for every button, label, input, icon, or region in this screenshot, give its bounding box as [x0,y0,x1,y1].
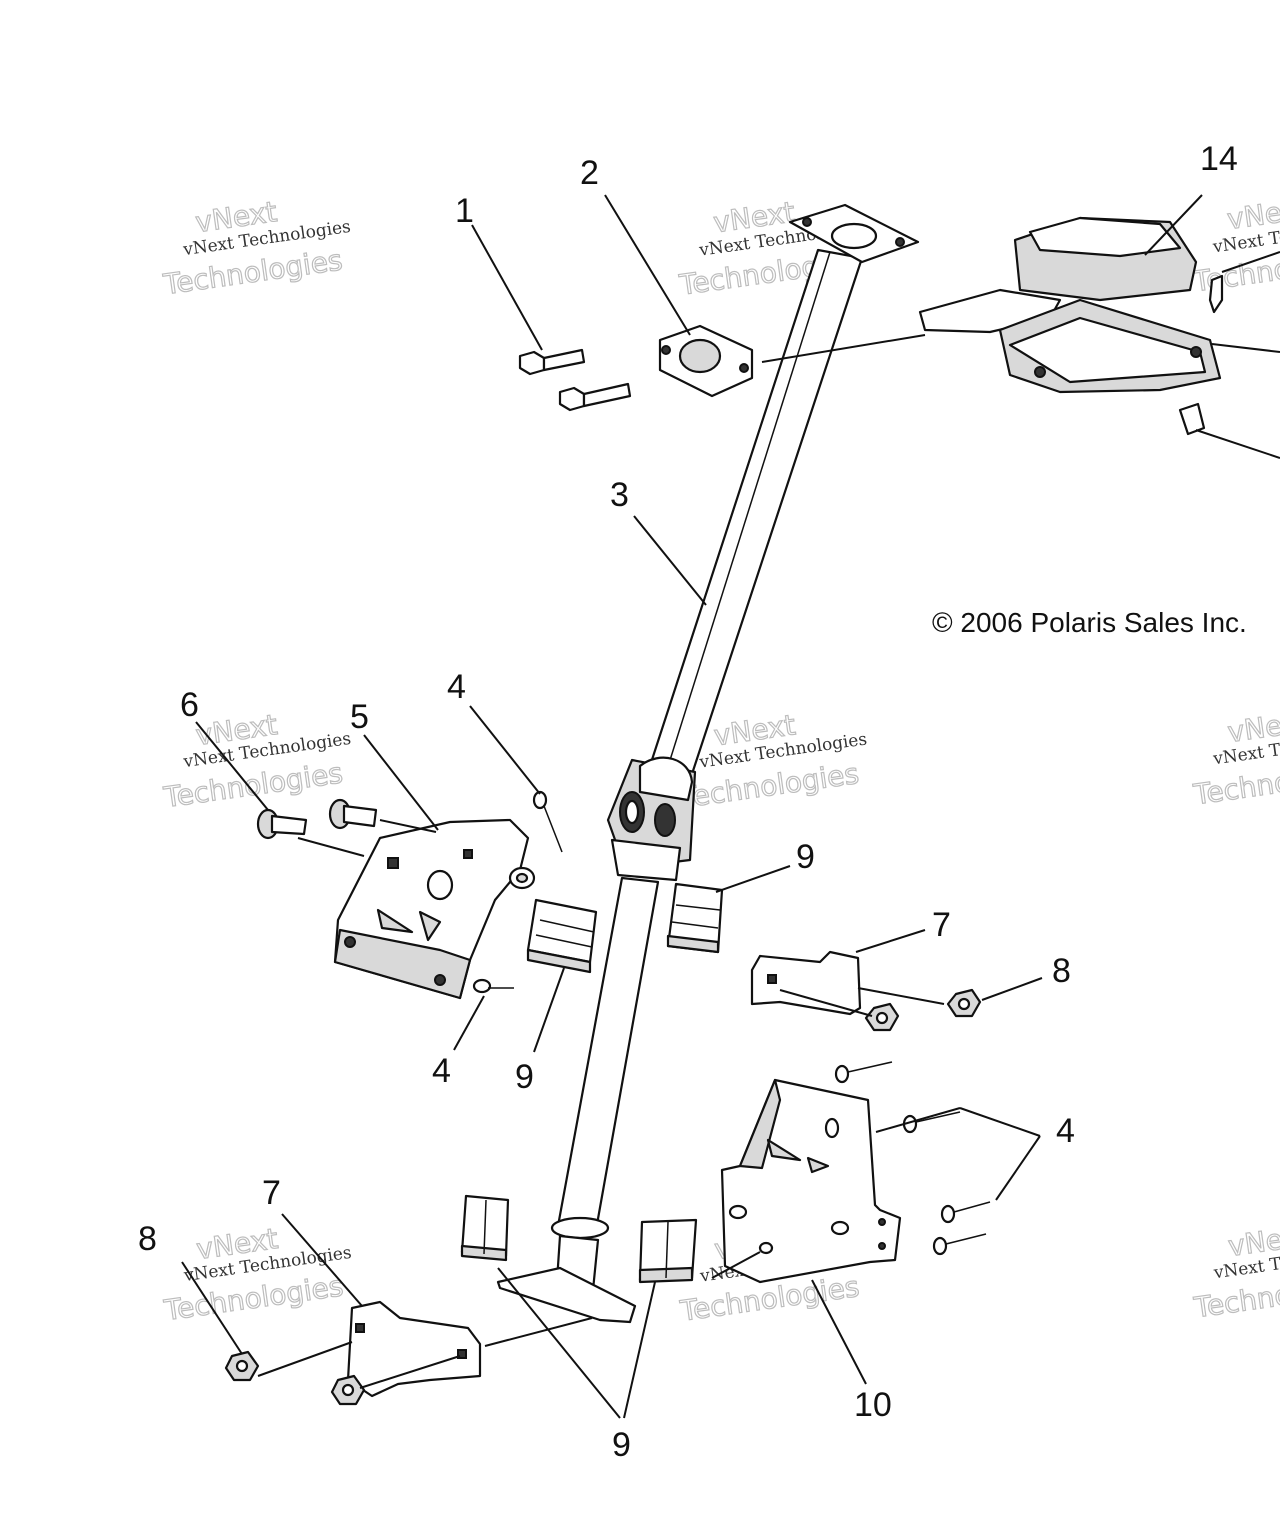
callout-8-lower: 8 [138,1220,157,1258]
leader-lines [181,194,1280,1419]
shoulder-bolt-1 [256,808,308,840]
callout-7-right: 7 [932,906,951,944]
rivet-right-4 [932,1233,987,1256]
leader-4-right-a [959,1107,1041,1137]
leader-3 [633,515,707,606]
leader-7-lower [281,1213,363,1307]
callout-1: 1 [455,192,474,230]
leader-4-top [469,705,541,795]
clamp-block [658,324,754,398]
universal-joint [606,756,697,882]
leader-nut-to-strap-2 [359,1355,461,1389]
callout-5: 5 [350,698,369,736]
clamp-strap-lower-left [346,1300,482,1398]
leader-10 [811,1279,867,1385]
callout-8-right: 8 [1052,952,1071,990]
callout-10: 10 [854,1386,892,1424]
lower-shaft-base-plate [496,1266,637,1324]
leader-14-bushing [1195,429,1280,459]
bushing-lower-right [638,1218,698,1284]
leader-6-shaft-2 [379,819,437,833]
bushing-washer [508,866,536,890]
shoulder-bolt-2 [328,798,378,830]
callout-9-right: 9 [796,838,815,876]
leader-9-left [533,967,565,1053]
leader-2 [604,194,691,336]
leader-14 [1144,194,1203,256]
leader-9-lower-b [623,1281,656,1419]
leader-strap-to-plate [484,1317,593,1347]
rivet-left-lower [472,978,514,994]
bolt-upper [518,348,586,376]
bushing-left [526,898,598,974]
leader-4-left [453,995,485,1051]
leader-10-rivet [711,1251,761,1279]
leader-6-shaft [297,837,365,857]
leader-8-lower [181,1261,243,1355]
leader-7-to-nut [857,987,945,1005]
callout-numbers: 1 2 3 4 5 6 9 7 8 4 9 4 7 8 10 9 14 [138,140,1238,1464]
leader-4-right-b [995,1135,1041,1201]
copyright-notice: © 2006 Polaris Sales Inc. [932,607,1247,638]
watermark-top-left: vNext vNext Technologies Technologies [160,194,352,301]
left-bracket [333,818,530,1000]
callout-6: 6 [180,686,199,724]
bushing-right [666,882,724,954]
steering-shaft-flange [788,203,920,264]
callout-2: 2 [580,154,599,192]
leader-2-to-14 [761,334,926,363]
leader-5 [363,734,439,831]
callout-9-left: 9 [515,1058,534,1096]
leader-8-right [981,977,1043,1001]
upper-steering-assembly [918,216,1224,436]
leader-14-right [1211,343,1280,353]
clamp-strap-right [750,950,862,1016]
leader-strap-to-nut [779,989,873,1017]
leader-7-right [855,929,926,953]
steering-shaft-upper [646,248,864,782]
leader-1 [471,224,543,351]
leader-9-lower-a [497,1267,621,1419]
watermark-bottom-right: vNext vNext Technologies Technologies [1191,1218,1280,1325]
rivet-right-3 [940,1201,991,1224]
bushing-lower-left [460,1194,510,1262]
nut-lower-2 [330,1374,366,1406]
leader-14-pin [1221,251,1280,273]
callout-3: 3 [610,476,629,514]
watermark-bottom-left: vNext vNext Technologies Technologies [161,1221,353,1327]
leader-9-right [715,865,791,893]
leader-nut-to-strap [257,1341,353,1377]
nut-lower-1 [224,1350,260,1382]
watermark-mid-right: vNext vNext Technologies Technologies [1190,704,1280,812]
nut-right-1 [864,1002,900,1032]
leader-6 [195,721,269,811]
rivet-right-2 [902,1111,961,1134]
callout-4-right: 4 [1056,1112,1075,1150]
callout-4-top: 4 [447,668,466,706]
leader-4-right-c [875,1107,961,1133]
bolt-lower [558,382,632,412]
rivet-right-1 [834,1061,893,1084]
callout-7-lower: 7 [262,1174,281,1212]
nut-right-2 [946,988,982,1018]
right-bracket [720,1078,902,1284]
rivet-top [532,790,563,853]
callout-4-left: 4 [432,1052,451,1090]
callout-14: 14 [1200,140,1238,178]
callout-9-lower: 9 [612,1426,631,1464]
